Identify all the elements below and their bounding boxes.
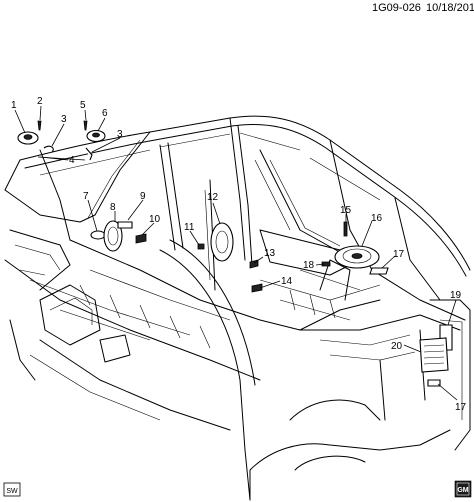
part-3-clip <box>43 145 54 153</box>
callout-6: 6 <box>102 108 108 119</box>
part-15-bolt <box>343 221 348 237</box>
diagram-date: 10/18/2012 <box>426 2 474 14</box>
part-17-clip <box>369 267 389 275</box>
callout-17: 17 <box>393 249 405 260</box>
gm-logo-text: GM <box>457 487 468 494</box>
part-14-connector <box>251 283 263 293</box>
callout-20: 20 <box>391 341 403 352</box>
part-17b-clip <box>427 379 441 387</box>
part-9-bracket <box>117 221 133 229</box>
part-3b-clip <box>85 147 93 161</box>
part-5-screw <box>83 120 88 131</box>
badge-left-text: SW <box>6 488 18 495</box>
diagram-code: 1G09-026 <box>372 2 421 14</box>
callout-13: 13 <box>264 248 276 259</box>
callout-7: 7 <box>83 191 89 202</box>
part-18-screw <box>321 261 331 267</box>
callout-14: 14 <box>281 276 293 287</box>
callout-11: 11 <box>184 222 195 233</box>
callout-1: 1 <box>11 100 17 111</box>
callout-12: 12 <box>207 192 219 203</box>
part-20-amplifier <box>419 337 449 373</box>
callout-5: 5 <box>80 100 86 111</box>
callout-18: 18 <box>303 260 315 271</box>
callout-labels: 1 2 3 4 5 6 3 7 8 9 10 11 12 13 14 15 16… <box>11 96 467 413</box>
callout-17b: 17 <box>455 402 467 413</box>
part-2-screw <box>37 120 42 131</box>
callout-3b: 3 <box>117 129 123 140</box>
part-7-grommet <box>90 230 106 240</box>
callout-4: 4 <box>69 155 75 166</box>
part-10-connector <box>135 233 147 244</box>
gm-logo: GM <box>454 480 472 498</box>
callout-10: 10 <box>149 214 161 225</box>
callout-2: 2 <box>37 96 43 107</box>
callout-15: 15 <box>340 205 352 216</box>
callout-3: 3 <box>61 114 67 125</box>
callout-16: 16 <box>371 213 383 224</box>
callout-9: 9 <box>140 191 146 202</box>
callout-19: 19 <box>450 290 462 301</box>
vehicle-body-outline <box>4 115 471 501</box>
callout-8: 8 <box>110 202 116 213</box>
badge-left: SW <box>3 482 21 497</box>
part-12-speaker <box>210 222 234 262</box>
part-11-screw <box>197 243 205 250</box>
leader-lines <box>14 105 458 401</box>
